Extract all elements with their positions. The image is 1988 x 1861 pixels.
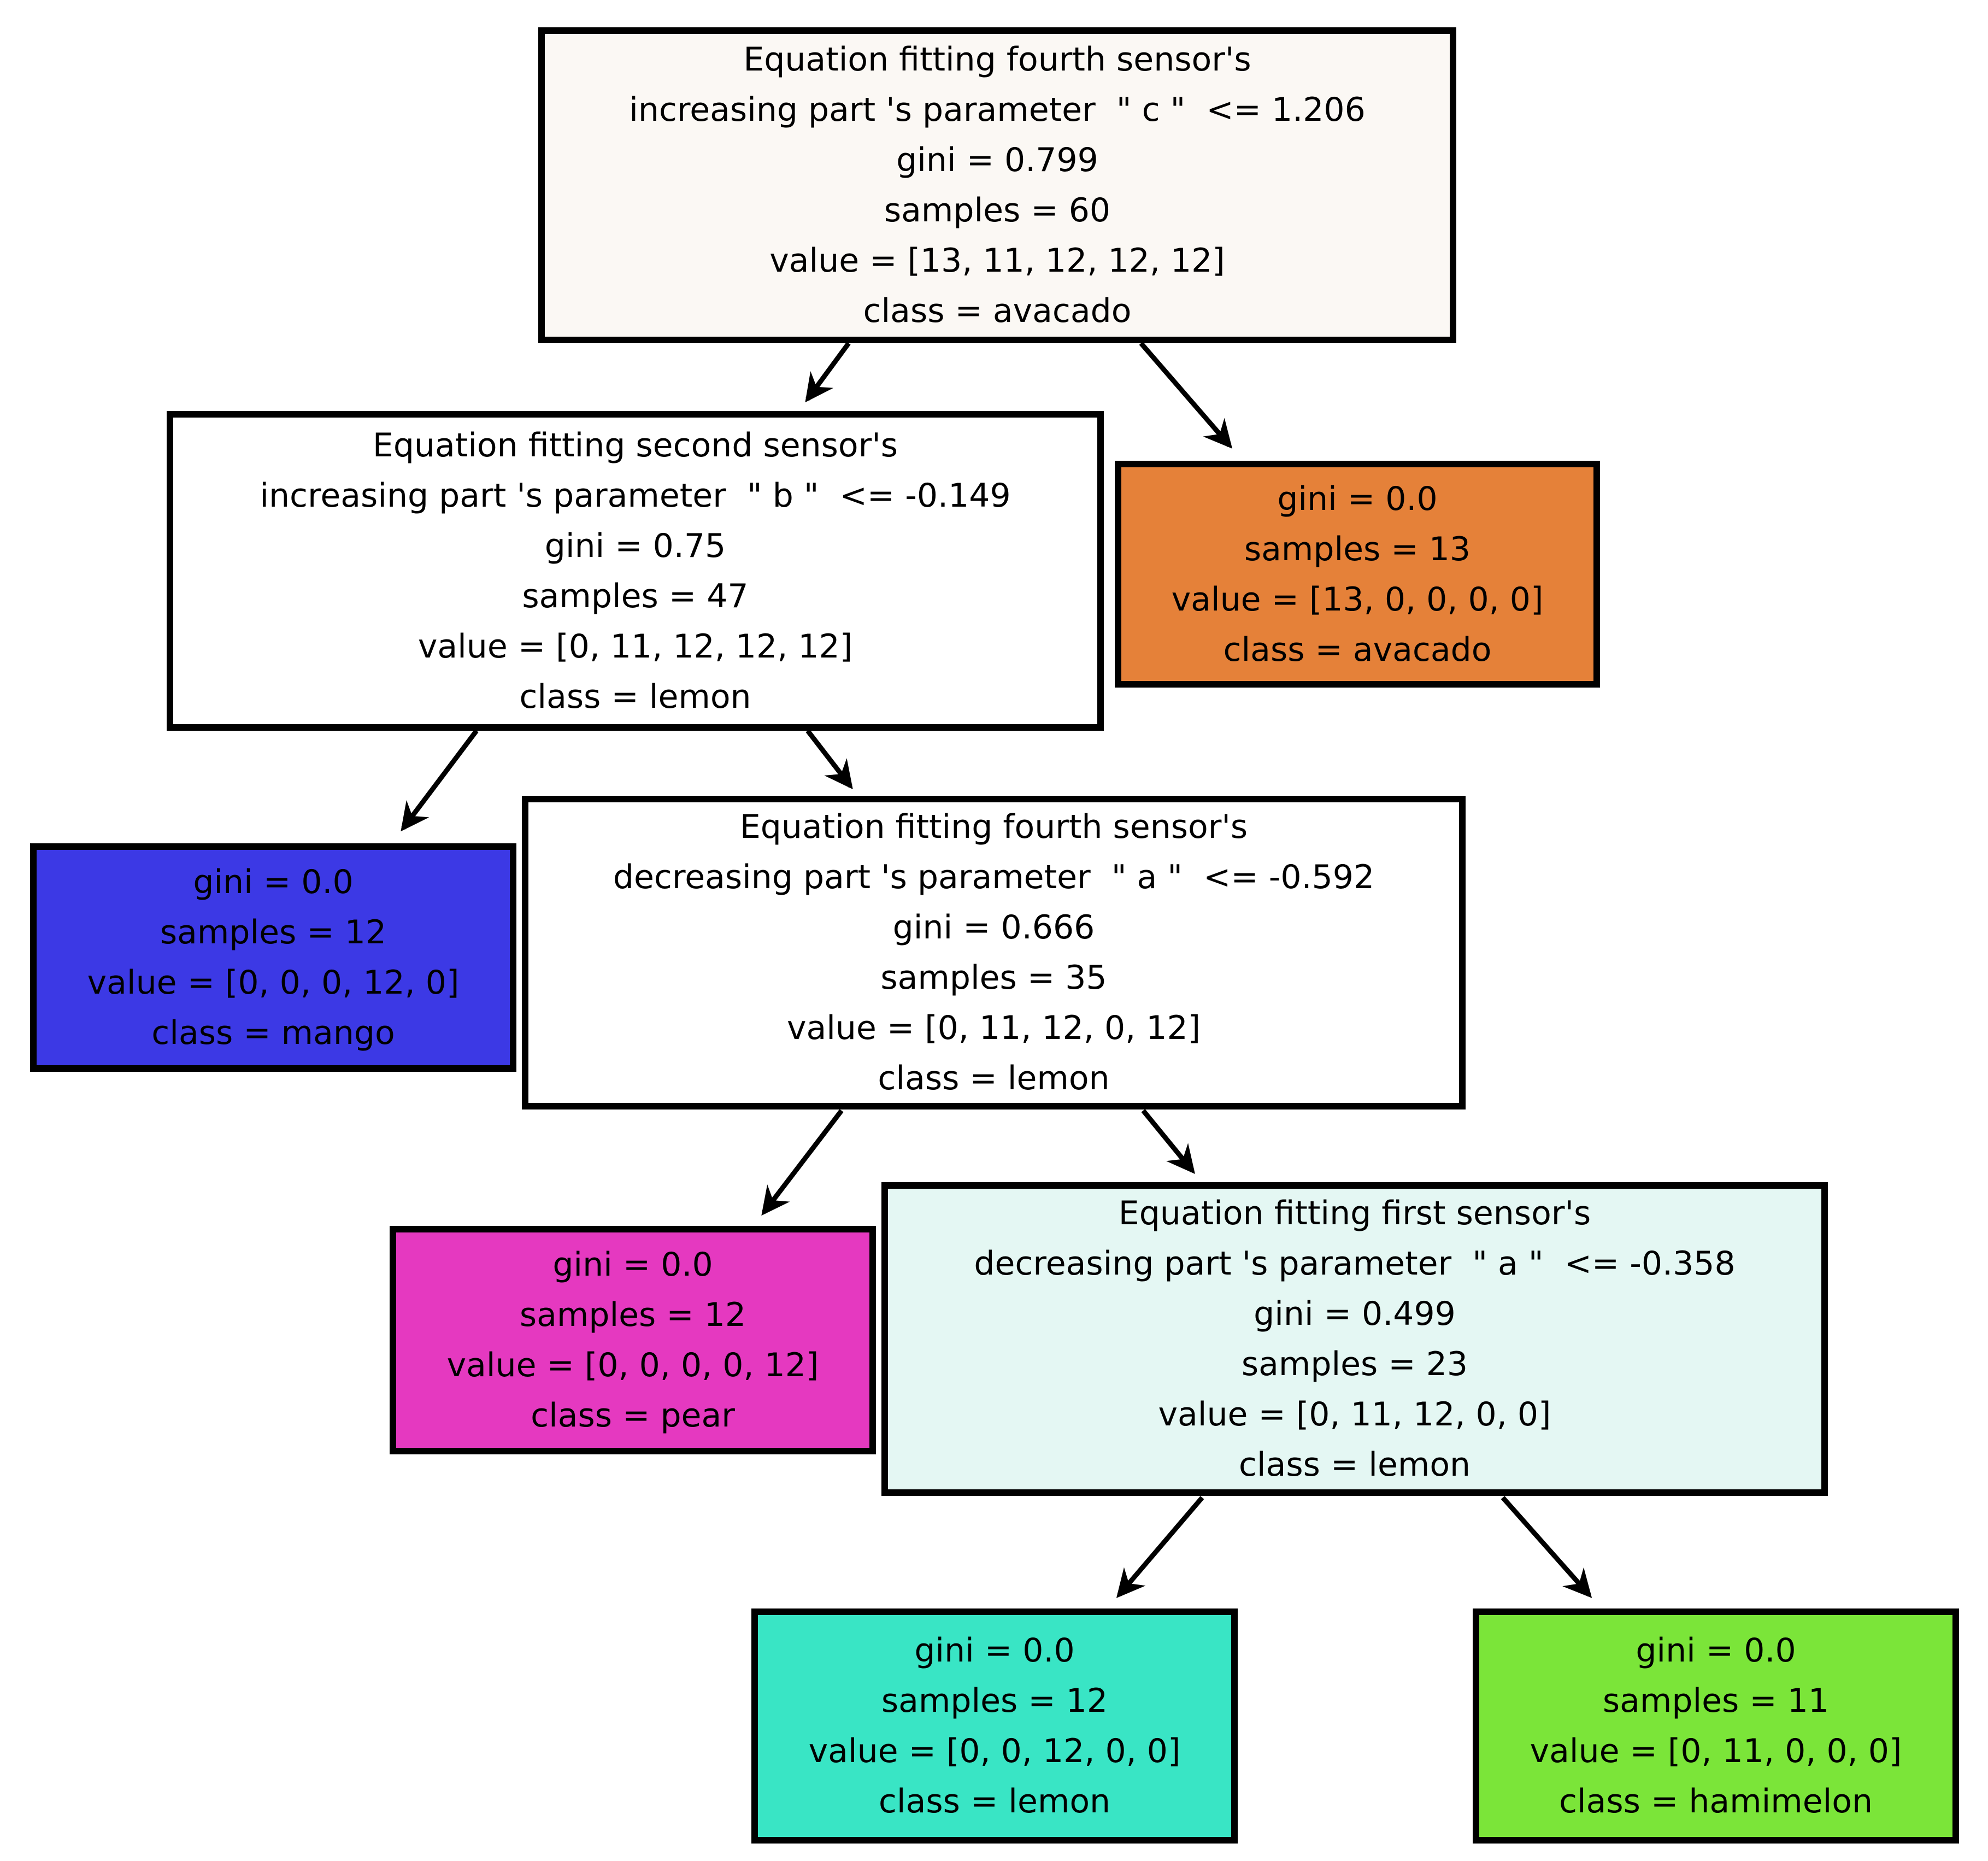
node-samples: samples = 47 [522,577,749,615]
node-value: value = [0, 0, 12, 0, 0] [808,1732,1181,1770]
tree-node-root: Equation fitting fourth sensor's increas… [538,27,1456,343]
node-value: value = [0, 0, 0, 0, 12] [446,1346,819,1384]
tree-leaf-avacado: gini = 0.0 samples = 13 value = [13, 0, … [1115,461,1600,688]
node-value: value = [0, 0, 0, 12, 0] [87,964,460,1002]
node-gini: gini = 0.75 [544,526,726,565]
tree-leaf-mango: gini = 0.0 samples = 12 value = [0, 0, 0… [30,843,516,1072]
node-value: value = [0, 11, 0, 0, 0] [1530,1732,1902,1770]
node-split-rule-line2: increasing part 's parameter " b " <= -0… [260,476,1011,515]
node-gini: gini = 0.799 [896,141,1098,179]
node-gini: gini = 0.0 [193,863,354,901]
node-samples: samples = 60 [884,191,1111,230]
node-class: class = avacado [1223,630,1492,669]
node-split-rule-line1: Equation fitting first sensor's [1118,1194,1591,1232]
node-class: class = lemon [878,1782,1111,1821]
node-split-rule-line1: Equation fitting fourth sensor's [739,808,1248,846]
node-samples: samples = 12 [160,913,387,952]
node-class: class = mango [151,1014,395,1052]
node-samples: samples = 13 [1244,530,1471,568]
node-samples: samples = 12 [519,1296,746,1334]
edge-root-to-avacado-leaf [1139,342,1233,449]
node-samples: samples = 12 [881,1682,1108,1720]
node-value: value = [0, 11, 12, 0, 12] [786,1009,1201,1047]
node-split-rule-line1: Equation fitting fourth sensor's [743,40,1251,79]
node-class: class = hamimelon [1558,1782,1873,1821]
node-split-rule-line1: Equation fitting second sensor's [372,426,898,465]
node-gini: gini = 0.0 [1636,1631,1796,1670]
node-class: class = pear [531,1396,735,1435]
edge-second-sensor-to-mango-leaf [401,729,479,832]
edge-root-to-second-sensor [805,342,851,403]
node-samples: samples = 23 [1241,1345,1468,1383]
node-value: value = [0, 11, 12, 12, 12] [417,627,853,666]
tree-leaf-lemon: gini = 0.0 samples = 12 value = [0, 0, 1… [751,1608,1238,1844]
edge-fourth-sensor-to-first-sensor [1141,1109,1195,1175]
node-class: class = lemon [1238,1446,1471,1484]
node-value: value = [0, 11, 12, 0, 0] [1158,1395,1551,1434]
node-gini: gini = 0.666 [892,908,1095,947]
edge-first-sensor-to-lemon-leaf [1116,1496,1204,1598]
node-gini: gini = 0.499 [1254,1295,1456,1333]
node-split-rule-line2: decreasing part 's parameter " a " <= -0… [613,858,1375,896]
edge-fourth-sensor-to-pear-leaf [761,1109,844,1216]
node-value: value = [13, 11, 12, 12, 12] [769,242,1225,280]
node-class: class = avacado [863,292,1132,330]
node-value: value = [13, 0, 0, 0, 0] [1171,580,1544,619]
tree-node-fourth-sensor: Equation fitting fourth sensor's decreas… [522,796,1466,1109]
node-gini: gini = 0.0 [552,1246,713,1284]
node-split-rule-line2: decreasing part 's parameter " a " <= -0… [974,1244,1736,1283]
node-gini: gini = 0.0 [1277,479,1438,518]
node-samples: samples = 35 [880,959,1107,997]
tree-leaf-pear: gini = 0.0 samples = 12 value = [0, 0, 0… [390,1226,876,1454]
node-split-rule-line2: increasing part 's parameter " c " <= 1.… [629,91,1366,129]
node-samples: samples = 11 [1602,1682,1830,1720]
tree-leaf-hamimelon: gini = 0.0 samples = 11 value = [0, 11, … [1473,1608,1959,1844]
node-class: class = lemon [519,677,751,716]
node-class: class = lemon [878,1059,1110,1097]
edge-first-sensor-to-hamimelon-leaf [1501,1496,1592,1598]
tree-node-second-sensor: Equation fitting second sensor's increas… [167,411,1104,731]
edge-second-sensor-to-fourth-sensor [805,729,853,790]
node-gini: gini = 0.0 [914,1631,1075,1670]
tree-node-first-sensor: Equation fitting first sensor's decreasi… [881,1182,1828,1496]
